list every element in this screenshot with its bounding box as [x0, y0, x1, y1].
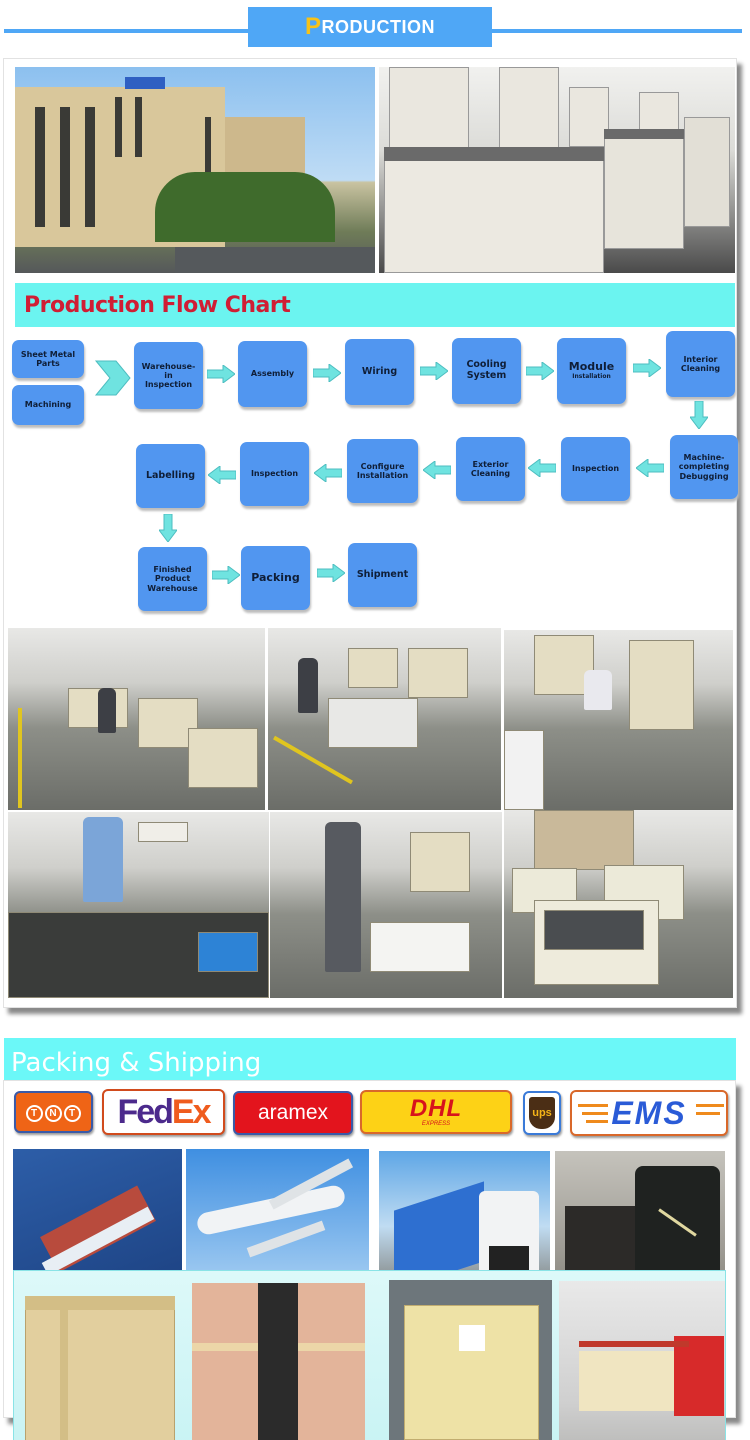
node-main-text: Module [568, 360, 615, 374]
flow-chart-title: Production Flow Chart [24, 292, 291, 318]
flow-node-machine-completing-debugging: Machine- completing Debugging [670, 435, 738, 499]
flow-node-finished-product-warehouse: Finished Product Warehouse [138, 547, 207, 611]
work-photo-wiring [504, 630, 733, 810]
flow-node-configure-installation: Configure Installation [347, 439, 418, 503]
carrier-logo-aramex: aramex [233, 1091, 353, 1135]
flow-node-packing: Packing [241, 546, 310, 610]
carrier-logo-dhl: DHL EXPRESS [360, 1090, 512, 1134]
arrow-left-icon [208, 466, 236, 484]
trees [155, 172, 335, 242]
packing-photo-truck-loading [559, 1281, 725, 1440]
production-panel: Production Flow Chart Sheet Metal Parts … [3, 58, 738, 1008]
arrow-left-icon [423, 461, 451, 479]
flow-node-exterior-cleaning: Exterior Cleaning [456, 437, 525, 501]
arrow-left-icon [528, 459, 556, 477]
arrow-right-icon [633, 359, 661, 377]
flow-node-machining: Machining [12, 385, 84, 425]
arrow-down-icon [690, 401, 708, 429]
arrow-right-icon [212, 566, 240, 584]
flow-node-interior-cleaning: Interior Cleaning [666, 331, 735, 397]
work-photo-finished-shakers [504, 810, 733, 998]
arrow-right-icon [317, 564, 345, 582]
title-rest: RODUCTION [321, 16, 435, 37]
arrow-left-icon [636, 459, 664, 477]
work-photo-bench-assembly [268, 628, 501, 810]
arrow-right-icon [420, 362, 448, 380]
arrow-left-icon [314, 464, 342, 482]
flow-node-sheet-metal: Sheet Metal Parts [12, 340, 84, 378]
flow-node-shipment: Shipment [348, 543, 417, 607]
flow-chart-title-banner: Production Flow Chart [15, 283, 735, 327]
carrier-logo-ems: EMS [570, 1090, 728, 1136]
work-photo-assembly-line [8, 628, 265, 810]
flow-node-inspection-1: Inspection [561, 437, 630, 501]
arrow-down-icon [159, 514, 177, 542]
flow-node-assembly: Assembly [238, 341, 307, 407]
packing-photo-plywood-cases [192, 1283, 365, 1440]
arrow-right-icon [207, 365, 235, 383]
packing-shipping-banner: Packing & Shipping [4, 1038, 736, 1080]
arrow-right-icon [526, 362, 554, 380]
title-initial: P [304, 13, 322, 40]
flow-node-labelling: Labelling [136, 444, 205, 508]
carrier-logo-ups: ups [523, 1091, 561, 1135]
flow-node-cooling-system: Cooling System [452, 338, 521, 404]
road [175, 247, 375, 273]
work-photo-soldering [8, 812, 269, 998]
node-sub-text: Installation [572, 372, 611, 380]
flow-node-wiring: Wiring [345, 339, 414, 405]
chevron-right-icon [94, 359, 132, 397]
flow-node-warehouse-in-inspection: Warehouse- in Inspection [134, 342, 203, 409]
work-photo-cart-assembly [270, 812, 502, 998]
packing-photo-wooden-crate [20, 1281, 180, 1440]
packing-shipping-title: Packing & Shipping [11, 1048, 262, 1078]
arrow-right-icon [313, 364, 341, 382]
company-logo [125, 77, 165, 89]
flow-node-inspection-2: Inspection [240, 442, 309, 506]
factory-building-photo [15, 67, 375, 273]
packing-photo-labelled-crate [389, 1280, 552, 1440]
machines-hall-photo [379, 67, 735, 273]
